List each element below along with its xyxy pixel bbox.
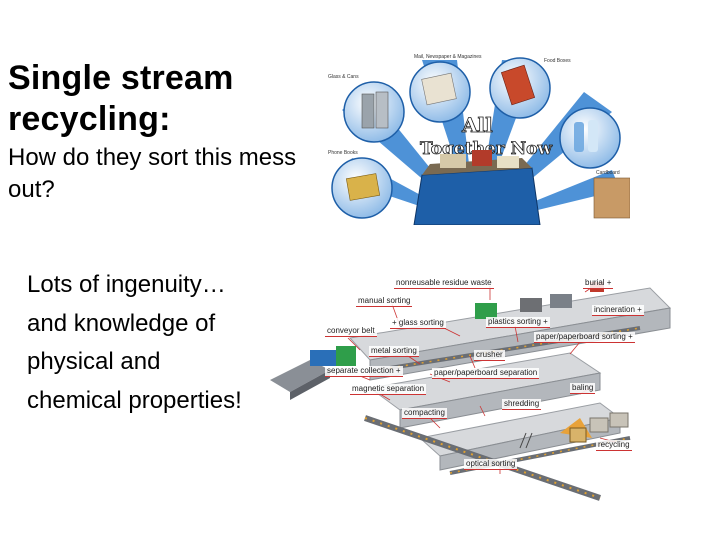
banner-text-line1: All xyxy=(461,113,493,137)
category-label-food-boxes: Food Boxes xyxy=(544,58,571,64)
slide-body-text: Lots of ingenuity…and knowledge of physi… xyxy=(27,271,242,414)
recycling-facility-diagram: nonreusable residue waste burial + manua… xyxy=(270,268,690,508)
label-shredding: shredding xyxy=(502,399,542,410)
label-metal-sorting: metal sorting xyxy=(369,346,419,357)
label-burial: burial + xyxy=(583,278,614,289)
label-nonreusable-residue-waste: nonreusable residue waste xyxy=(394,278,494,289)
label-paper-paperboard-sorting: paper/paperboard sorting + xyxy=(534,332,635,343)
slide-subtitle: How do they sort this mess out? xyxy=(8,144,297,203)
label-magnetic-separation: magnetic separation xyxy=(350,384,427,395)
label-conveyor-belt: conveyor belt xyxy=(325,326,377,337)
category-label-glass-cans: Glass & Cans xyxy=(328,74,359,80)
label-separate-collection: separate collection + xyxy=(325,366,403,377)
label-compacting: compacting xyxy=(402,408,447,419)
label-recycling: recycling xyxy=(596,440,632,451)
label-crusher: crusher xyxy=(474,350,505,361)
label-optical-sorting: optical sorting xyxy=(464,459,518,470)
category-label-phone-books: Phone Books xyxy=(328,150,358,156)
label-baling: baling xyxy=(570,383,596,394)
label-manual-sorting: manual sorting xyxy=(356,296,413,307)
category-label-mail: Mail, Newspaper & Magazines xyxy=(414,54,482,60)
label-glass-sorting: + glass sorting xyxy=(390,318,446,329)
label-incineration: incineration + xyxy=(592,305,644,316)
title-block: Single stream recycling: How do they sor… xyxy=(8,58,308,206)
slide-title: Single stream recycling: xyxy=(8,59,234,138)
label-paper-paperboard-separation: paper/paperboard separation xyxy=(432,368,540,379)
label-plastics-sorting: plastics sorting + xyxy=(486,317,550,328)
all-together-now-image: All Together Now Glass & Cans Mail, News… xyxy=(322,50,630,225)
category-label-cardboard: Cardboard xyxy=(596,170,620,176)
